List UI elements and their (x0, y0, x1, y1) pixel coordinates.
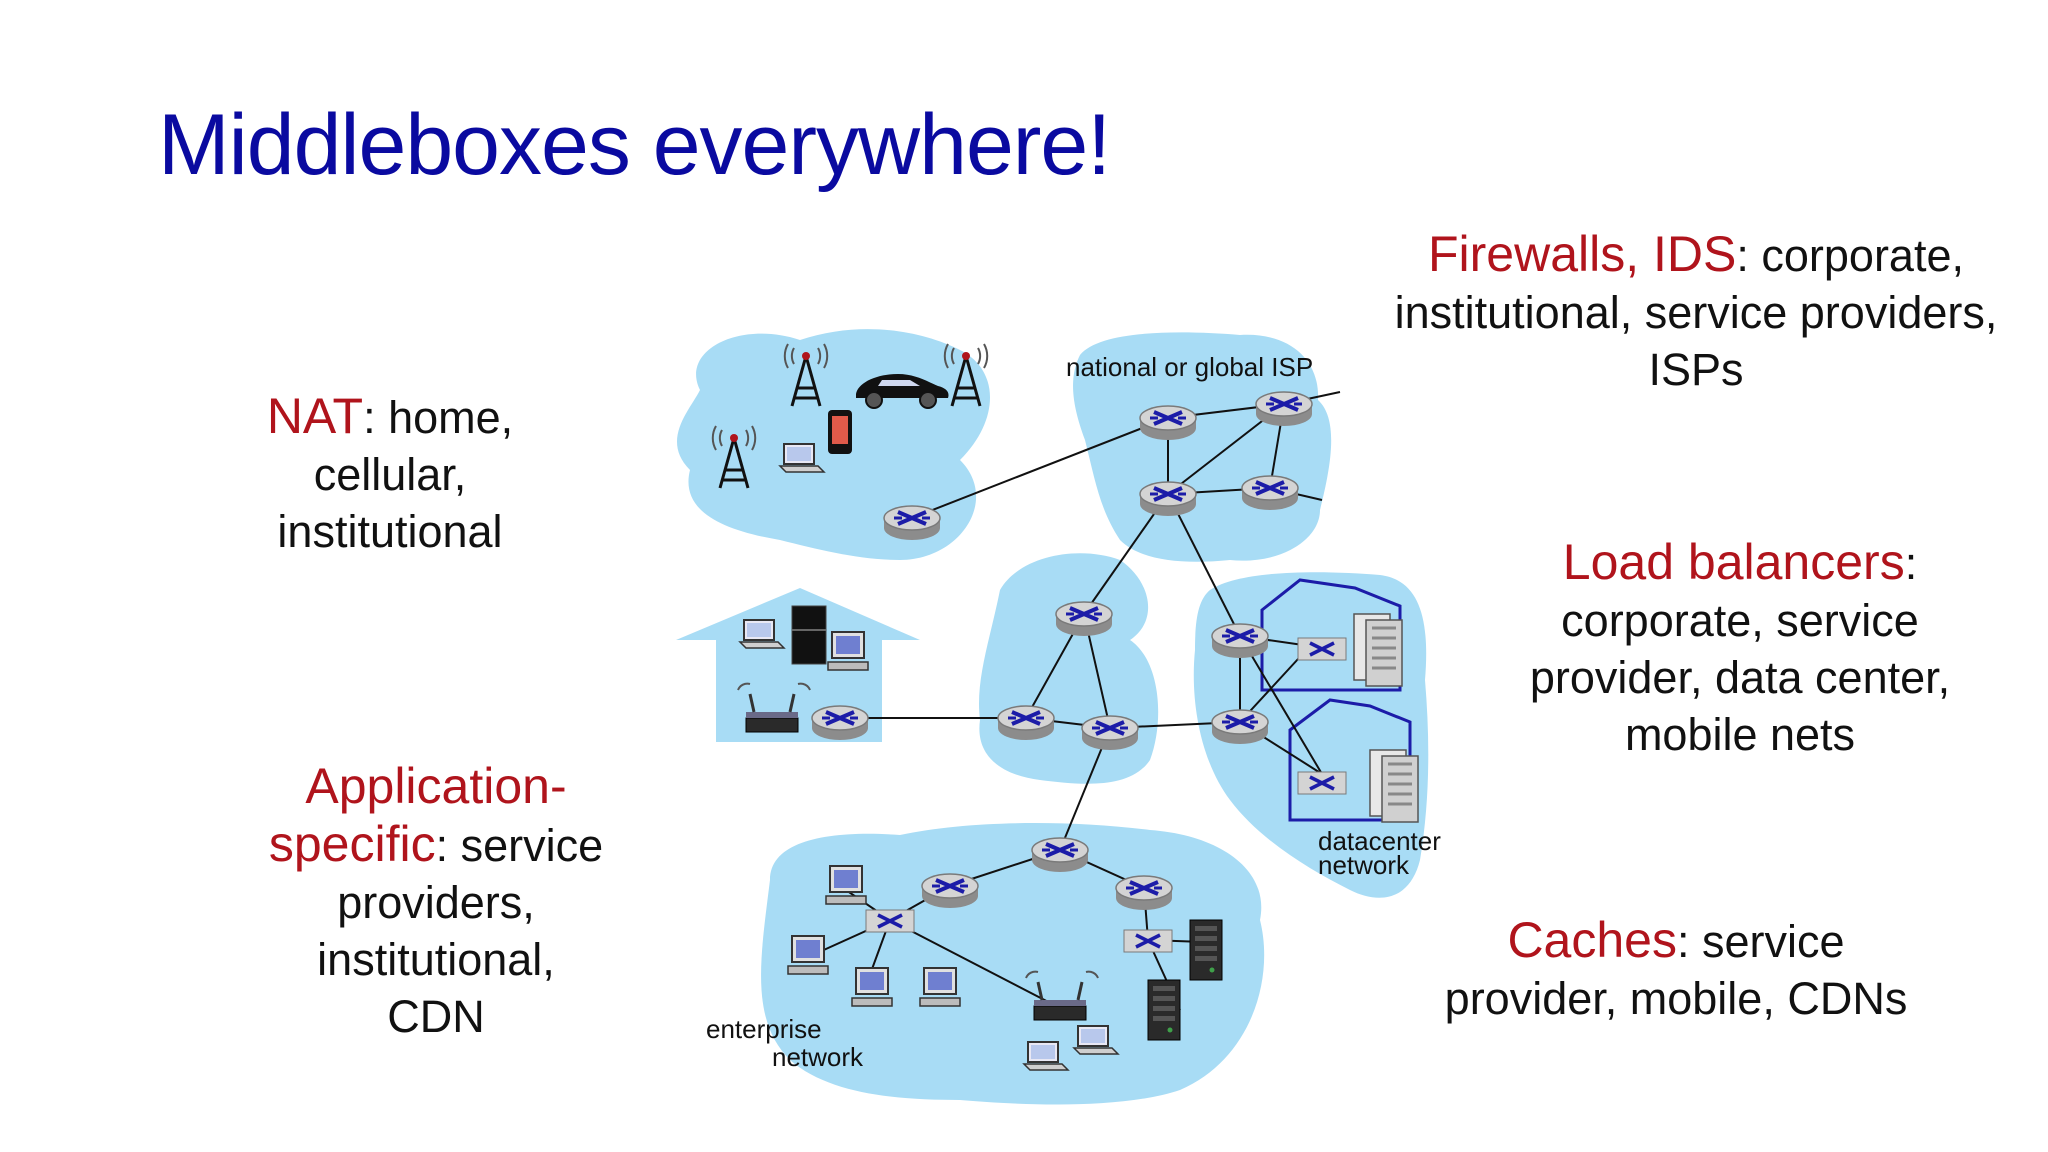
datacenter-building-1 (1260, 578, 1402, 692)
slide-title: Middleboxes everywhere! (158, 97, 1111, 193)
car-icon (856, 374, 949, 409)
server-icon (1147, 979, 1181, 1041)
application-callout: Application- specific: service providers… (236, 758, 636, 1045)
desktop-computer-icon (827, 631, 869, 671)
application-line4: institutional, (317, 934, 555, 985)
load-balancers-callout: Load balancers: corporate, service provi… (1480, 534, 2000, 763)
caches-text: : service (1676, 916, 1845, 967)
caches-highlight: Caches (1507, 912, 1677, 968)
nat-text: : home, (363, 392, 514, 443)
load-balancers-line4: mobile nets (1624, 709, 1856, 760)
home-network-house (676, 588, 920, 742)
desktop-computer-icon (919, 967, 961, 1007)
desktop-computer-icon (825, 865, 867, 905)
load-balancers-line2: corporate, service (1561, 595, 1919, 646)
caches-line2: provider, mobile, CDNs (1444, 973, 1908, 1024)
firewalls-line2: institutional, service providers, (1394, 287, 1998, 338)
datacenter-building-2 (1288, 698, 1412, 822)
datacenter-switch (1296, 770, 1348, 796)
enterprise-switch (1122, 928, 1174, 954)
desktop-computer-icon (787, 935, 829, 975)
nat-highlight: NAT (266, 388, 364, 444)
phone-icon (828, 410, 852, 454)
isp-label: national or global ISP (1066, 352, 1313, 382)
enterprise-label: enterprise (706, 1014, 822, 1044)
fridge-icon (791, 605, 827, 665)
firewalls-text: : corporate, (1736, 230, 1964, 281)
load-balancers-line3: provider, data center, (1529, 652, 1951, 703)
server-icon (1189, 919, 1223, 981)
firewalls-callout: Firewalls, IDS: corporate, institutional… (1356, 226, 2036, 398)
desktop-computer-icon (851, 967, 893, 1007)
nat-line3: institutional (277, 506, 503, 557)
server-rack-icon (1352, 612, 1404, 688)
nat-callout: NAT: home, cellular, institutional (230, 388, 550, 560)
datacenter-label-line2: network (1318, 850, 1410, 880)
load-balancers-text: : (1904, 538, 1918, 589)
load-balancers-highlight: Load balancers (1562, 534, 1905, 590)
firewalls-line3: ISPs (1648, 344, 1744, 395)
application-highlight-line2: specific (268, 816, 436, 872)
application-line3: providers, (337, 877, 535, 928)
regional-cloud (979, 553, 1159, 784)
enterprise-label-line2: network (772, 1042, 864, 1072)
nat-line2: cellular, (313, 449, 467, 500)
caches-callout: Caches: service provider, mobile, CDNs (1386, 912, 1966, 1027)
datacenter-label: datacenter (1318, 826, 1441, 856)
application-line5: CDN (387, 991, 485, 1042)
server-rack-icon (1368, 748, 1420, 824)
datacenter-switch (1296, 636, 1348, 662)
application-highlight-line1: Application- (305, 758, 567, 814)
firewalls-highlight: Firewalls, IDS (1428, 226, 1737, 282)
enterprise-switch (864, 908, 916, 934)
application-text: : service (435, 820, 604, 871)
